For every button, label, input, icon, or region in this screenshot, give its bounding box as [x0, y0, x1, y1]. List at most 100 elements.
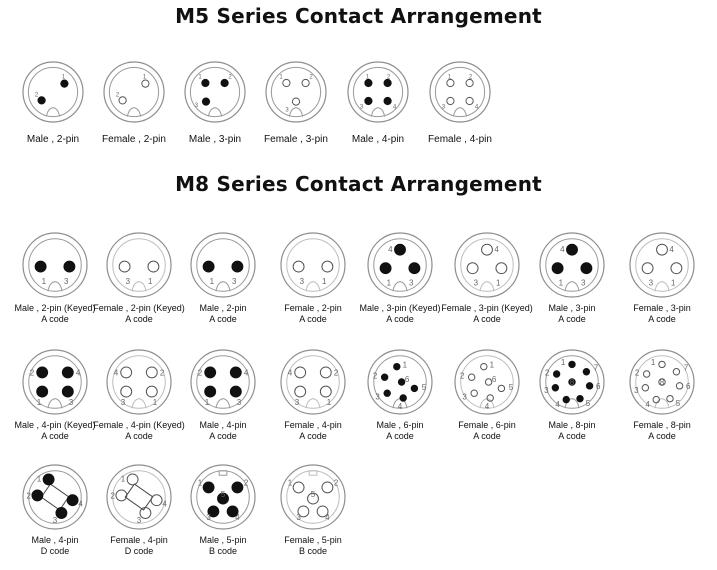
contact-pin — [364, 96, 373, 106]
keyway-notch — [654, 281, 670, 292]
connector-code: A code — [558, 431, 586, 441]
pin-number: 3 — [442, 105, 446, 111]
connector-name: Male , 8-pin — [548, 420, 596, 430]
pin-number: 4 — [398, 402, 403, 411]
pin-number: 1 — [210, 277, 215, 286]
contact-pin — [380, 373, 389, 381]
connector-outer-ring — [347, 61, 409, 123]
connector-name: Male , 4-pin — [31, 535, 79, 545]
connector-outer-ring — [106, 464, 172, 530]
pin-number: 3 — [53, 516, 58, 525]
pin-number: 1 — [327, 398, 332, 407]
pin-number: 6 — [492, 375, 497, 384]
connector-name: Female , 6-pin — [458, 420, 516, 430]
connector-outer-ring — [22, 232, 88, 298]
connector-outer-ring — [629, 232, 695, 298]
contact-pin — [207, 505, 220, 518]
connector-outer-ring — [190, 232, 256, 298]
contact-pin — [465, 78, 474, 88]
connector-inner-ring — [635, 238, 689, 292]
contact-pin — [399, 394, 407, 402]
keyway-notch — [215, 398, 231, 409]
connector-inner-ring — [373, 355, 427, 409]
connector-outer-ring — [190, 464, 256, 530]
keyway-notch — [131, 281, 147, 292]
connector-inner-ring — [196, 238, 250, 292]
pin-number: 4 — [244, 368, 249, 377]
contact-pin — [282, 78, 291, 88]
contact-pin — [220, 78, 229, 88]
connector-label: Male , 3-pin — [160, 134, 270, 145]
pin-number: 3 — [581, 279, 586, 288]
keyway-notch — [47, 398, 63, 409]
contact-pin — [120, 366, 133, 379]
keyway-notch — [126, 107, 142, 117]
connector-code: A code — [386, 314, 414, 324]
pin-number: 3 — [285, 108, 289, 114]
contact-pin — [672, 368, 681, 376]
pin-number: 7 — [684, 364, 689, 373]
connector-name: Male , 3-pin (Keyed) — [359, 303, 441, 313]
keyway-notch — [564, 398, 580, 409]
contact-pin — [292, 481, 305, 494]
pin-number: 3 — [64, 277, 69, 286]
pin-number: 3 — [69, 398, 74, 407]
connector-inner-ring — [460, 355, 514, 409]
contact-pin — [383, 389, 391, 397]
keyway-notch — [305, 398, 321, 409]
pin-number: 3 — [649, 279, 654, 288]
pin-number: 3 — [300, 277, 305, 286]
pin-number: 1 — [37, 474, 42, 483]
contact-pin — [656, 243, 668, 256]
pin-number: 6 — [686, 382, 691, 391]
contact-pin — [147, 260, 160, 273]
pin-number: 1 — [490, 360, 495, 369]
pin-number: 3 — [474, 279, 479, 288]
contact-pin — [115, 489, 128, 502]
connector-code: A code — [299, 431, 327, 441]
pin-number: 1 — [198, 75, 202, 81]
keyway-notch — [45, 107, 61, 117]
contact-pin — [410, 384, 419, 393]
contact-pin — [36, 385, 49, 398]
connector-label: Male , 2-pin — [0, 134, 108, 145]
pin-number: 1 — [561, 358, 566, 367]
contact-pin — [470, 389, 478, 397]
contact-pin — [120, 385, 133, 398]
contact-pin — [484, 378, 493, 386]
connector-name: Male , 2-pin — [199, 303, 247, 313]
connector-outer-ring — [454, 232, 520, 298]
connector-inner-ring — [189, 66, 241, 118]
contact-pin — [641, 262, 654, 275]
contact-pin — [204, 385, 217, 398]
pin-number: 4 — [114, 368, 119, 377]
pin-number: 3 — [206, 513, 211, 522]
connector-name: Male , 4-pin — [199, 420, 247, 430]
connector-inner-ring — [352, 66, 404, 118]
contact-pin — [226, 505, 239, 518]
connector-outer-ring — [22, 61, 84, 123]
pin-number: 4 — [76, 368, 81, 377]
pin-number: 4 — [393, 105, 397, 111]
connector-label: Female , 2-pin (Keyed)A code — [84, 303, 194, 325]
pin-number: 2 — [27, 491, 32, 500]
pin-number: 8 — [660, 378, 665, 387]
contact-pin — [294, 366, 307, 379]
m5-connector-2: 12 — [103, 61, 165, 123]
connector-name: Male , 3-pin — [188, 134, 242, 145]
contact-pin — [465, 96, 474, 106]
connector-outer-ring — [106, 349, 172, 415]
pin-number: 4 — [560, 245, 565, 254]
